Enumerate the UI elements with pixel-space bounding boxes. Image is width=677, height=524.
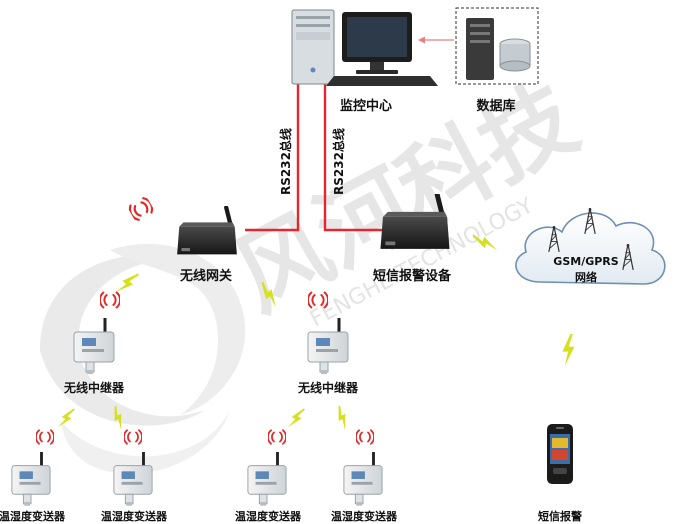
signal-wave-icon [268,429,286,445]
signal-wave-icon [100,291,120,309]
lightning-bolt-icon [333,405,352,431]
watermark-swirl-logo [40,243,246,474]
transmitter-3: 温湿度变送器 [235,429,302,523]
label-gsm-network-line2: 网络 [575,270,597,284]
label-transmitter-4: 温湿度变送器 [331,509,398,523]
label-sms-alarm-device: 短信报警设备 [373,268,452,284]
label-rs232-right: RS232总线 [331,128,346,195]
watermark-cn: 风河科技 [218,64,593,331]
computer-icon [291,9,438,86]
label-monitor-center: 监控中心 [340,98,392,114]
database-icon [455,7,539,85]
label-transmitter-2: 温湿度变送器 [101,509,168,523]
label-gsm-network-line1: GSM/GPRS [553,255,618,268]
label-wireless-gateway: 无线网关 [179,268,232,284]
signal-wave-icon [356,429,374,445]
th-transmitter-icon [10,452,52,506]
th-transmitter-icon [342,452,384,506]
lightning-bolt-icon [562,334,575,366]
label-rs232-left: RS232总线 [278,128,293,195]
rs232-bus [245,80,384,232]
label-sms-alarm: 短信报警 [538,509,582,523]
transmitter-2: 温湿度变送器 [101,429,168,523]
signal-wave-icon [36,429,54,445]
transmitter-1: 温湿度变送器 [0,429,66,523]
th-transmitter-icon [246,452,288,506]
label-database: 数据库 [476,98,515,114]
label-repeater-left: 无线中继器 [63,380,125,395]
label-transmitter-1: 温湿度变送器 [0,509,66,523]
wireless-gateway-icon [177,207,237,254]
transmitter-4: 温湿度变送器 [331,429,398,523]
signal-wave-icon [124,429,142,445]
bus-line-left [245,80,300,232]
bus-line-right [323,80,384,232]
lightning-bolt-icon [286,405,307,431]
label-repeater-right: 无线中继器 [297,380,359,395]
mobile-phone-icon [547,424,573,484]
label-transmitter-3: 温湿度变送器 [235,509,302,523]
db-link-arrow [418,36,454,44]
signal-wave-icon [126,195,156,223]
